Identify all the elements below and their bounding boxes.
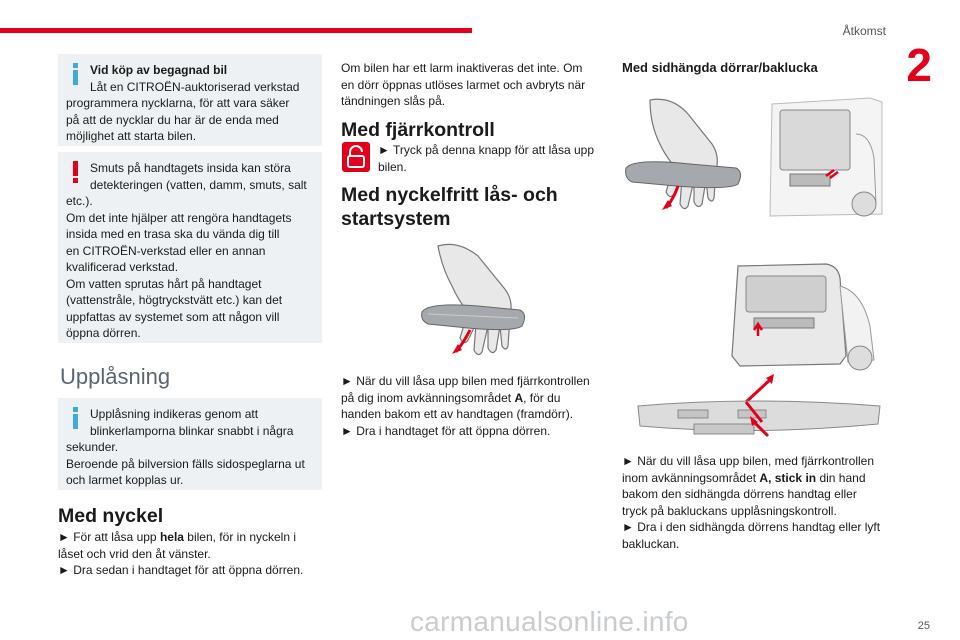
heading-sidhangda: Med sidhängda dörrar/baklucka <box>622 60 818 75</box>
info-box-title: Vid köp av begagnad bil <box>90 63 228 77</box>
header-accent-bar <box>0 28 472 33</box>
rear-door-handle-illustration <box>625 97 883 217</box>
info-icon <box>73 63 78 85</box>
heading-keyless: Med nyckelfritt lås- och startsystem <box>341 184 558 230</box>
header-title: Åtkomst <box>842 24 886 38</box>
unlock-icon <box>342 142 370 172</box>
warning-icon <box>73 161 78 183</box>
fjarr-instructions: ► Tryck på denna knapp för att låsa upp … <box>378 143 595 174</box>
nyckel-instructions: ► För att låsa upp hela bilen, för in ny… <box>58 530 304 577</box>
tailgate-illustration <box>637 263 881 438</box>
info-box-unlock: Upplåsning indikeras genom att blinkerla… <box>58 398 322 490</box>
heading-med-fjarrkontroll: Med fjärrkontroll <box>341 119 495 141</box>
alarm-intro: Om bilen har ett larm inaktiveras det in… <box>341 61 586 108</box>
keyless-instructions: ► När du vill låsa upp bilen med fjärrko… <box>341 374 590 438</box>
warning-box-dirt: Smuts på handtagets insida kan störa det… <box>58 152 322 343</box>
chapter-number: 2 <box>906 39 932 91</box>
info-box-used-car: Vid köp av begagnad bil Låt en CITROËN-a… <box>58 54 322 146</box>
info-icon <box>73 407 78 429</box>
section-title-upplasning: Upplåsning <box>60 364 171 389</box>
sidhangda-instructions: ► När du vill låsa upp bilen, med fjärrk… <box>622 454 881 551</box>
heading-med-nyckel: Med nyckel <box>58 505 164 527</box>
page-number: 25 <box>917 620 930 632</box>
watermark: carmanualsonline.info <box>410 606 689 637</box>
door-handle-illustration <box>421 243 526 356</box>
